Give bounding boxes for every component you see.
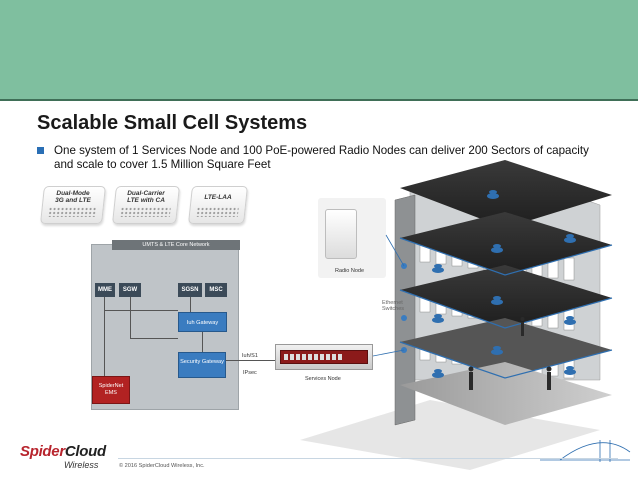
msc-box: MSC	[205, 283, 227, 297]
logo-wireless-text: Wireless	[64, 460, 99, 470]
mme-box: MME	[95, 283, 115, 297]
slide-title: Scalable Small Cell Systems	[37, 112, 308, 134]
copyright-text: © 2016 SpiderCloud Wireless, Inc.	[119, 463, 205, 469]
radio-node-label: Radio Node	[335, 268, 365, 274]
square-bullet-icon	[37, 147, 44, 154]
connector-line	[202, 332, 203, 352]
iuh-gateway-box: Iuh Gateway	[178, 312, 227, 332]
security-gateway-box: Security Gateway	[178, 352, 226, 378]
ground-floor	[400, 362, 612, 425]
header-banner	[0, 0, 638, 101]
connector-line	[190, 296, 191, 312]
spidercloud-logo: SpiderCloud	[20, 443, 106, 460]
connector-line	[104, 310, 178, 311]
services-node-link	[372, 349, 405, 357]
connector-line	[225, 360, 277, 361]
logo-main-text: Spider	[20, 443, 65, 460]
ethernet-switches-label: Ethernet Switches	[382, 300, 405, 312]
radio-signal-icons	[432, 190, 576, 378]
ems-box: SpiderNet EMS	[92, 376, 130, 404]
floor-slab-ground	[400, 318, 612, 378]
services-node-label: Services Node	[305, 376, 341, 382]
bullet-text: One system of 1 Services Node and 100 Po…	[54, 144, 589, 171]
sgw-box: SGW	[119, 283, 141, 297]
unit-lte-laa-label: LTE-LAA	[204, 194, 232, 201]
unit-dual-carrier-label: Dual-Carrier LTE with CA	[127, 190, 165, 204]
services-node-device	[275, 344, 373, 370]
unit-dual-mode-label: Dual-Mode 3G and LTE	[55, 190, 91, 204]
logo-accent-text: Cloud	[64, 443, 106, 460]
iuh-s1-label: Iuh/S1	[242, 353, 258, 359]
floor-edge-lines	[399, 237, 613, 379]
sgsn-box: SGSN	[178, 283, 202, 297]
building-front-column	[394, 194, 416, 426]
radio-node-device	[325, 209, 357, 259]
radio-node-link	[385, 234, 405, 267]
ipsec-label: IPsec	[243, 370, 257, 376]
floor-slab-roof	[400, 160, 612, 228]
core-network-header: UMTS & LTE Core Network	[112, 240, 240, 250]
footer-divider	[118, 458, 618, 459]
connector-line	[104, 296, 105, 376]
connector-line	[130, 296, 131, 338]
connector-line	[130, 338, 178, 339]
people-figures	[468, 317, 552, 390]
page-number: 11	[611, 451, 618, 458]
